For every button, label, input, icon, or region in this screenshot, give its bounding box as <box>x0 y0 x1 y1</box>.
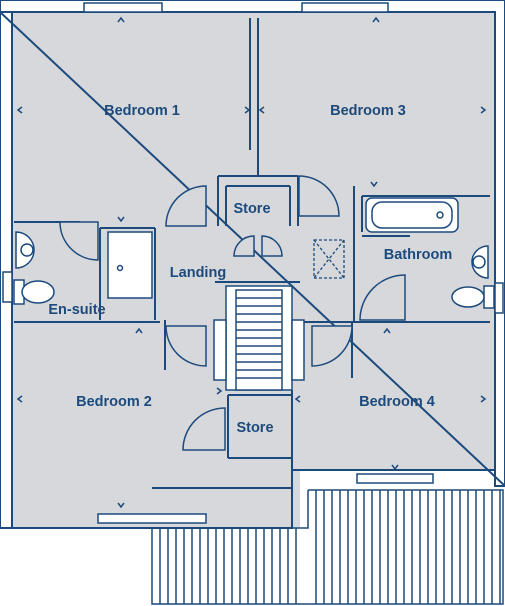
label-store-bottom: Store <box>236 420 273 436</box>
loft-hatch <box>313 239 345 279</box>
ensuite-toilet <box>13 279 55 305</box>
terrace <box>151 489 504 605</box>
floor-area <box>12 12 495 528</box>
terrace-cutout <box>300 470 505 606</box>
label-bedroom-4: Bedroom 4 <box>359 394 435 410</box>
label-landing: Landing <box>170 265 226 281</box>
ensuite-basin <box>15 231 35 269</box>
interior-walls <box>14 18 490 489</box>
label-bedroom-1: Bedroom 1 <box>104 103 180 119</box>
bath <box>365 197 459 233</box>
dimension-markers <box>16 16 487 509</box>
bathroom-basin <box>471 245 489 279</box>
shower <box>107 231 153 299</box>
label-bedroom-3: Bedroom 3 <box>330 103 406 119</box>
label-store-top: Store <box>233 201 270 217</box>
label-bathroom: Bathroom <box>384 247 452 263</box>
door-swings <box>59 175 406 451</box>
windows <box>2 2 504 524</box>
label-en-suite: En-suite <box>48 302 105 318</box>
bathroom-toilet <box>451 285 495 309</box>
label-bedroom-2: Bedroom 2 <box>76 394 152 410</box>
staircase <box>213 285 305 391</box>
store-doors <box>233 235 283 257</box>
